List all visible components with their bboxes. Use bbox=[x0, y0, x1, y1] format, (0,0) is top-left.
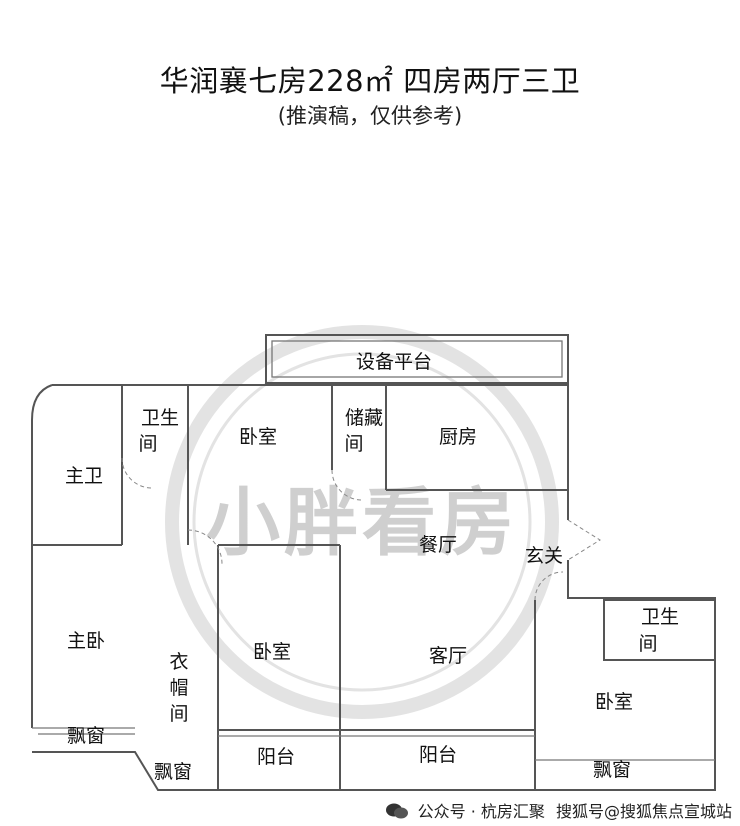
label-storage-line1: 储藏 bbox=[345, 407, 383, 429]
label-bathroom1-line2: 间 bbox=[138, 433, 157, 455]
outer-wall-right bbox=[535, 560, 716, 791]
label-bedroom-top: 卧室 bbox=[239, 426, 277, 448]
label-equipment-platform: 设备平台 bbox=[356, 351, 432, 373]
label-bay-window-bottom: 飘窗 bbox=[154, 761, 192, 783]
label-living-room: 客厅 bbox=[429, 645, 467, 667]
label-entrance: 玄关 bbox=[525, 545, 563, 567]
plan-title: 华润襄七房228㎡ 四房两厅三卫 bbox=[159, 64, 581, 98]
footer-watermark: 公众号 · 杭房汇聚 搜狐号@搜狐焦点宣城站 bbox=[385, 798, 732, 822]
label-balcony-mid: 阳台 bbox=[419, 744, 457, 766]
label-closet-2: 帽 bbox=[169, 677, 188, 699]
wechat-icon bbox=[385, 803, 408, 819]
label-master-bedroom: 主卧 bbox=[67, 630, 105, 652]
label-bathroom2-line2: 间 bbox=[638, 633, 657, 655]
footer-source: 搜狐号@搜狐焦点宣城站 bbox=[555, 802, 732, 821]
label-closet-1: 衣 bbox=[169, 651, 188, 673]
label-master-bath: 主卫 bbox=[65, 465, 103, 487]
watermark-text: 小胖看房 bbox=[206, 480, 518, 566]
label-dining: 餐厅 bbox=[419, 534, 457, 556]
equipment-platform-outline bbox=[265, 334, 569, 384]
outer-wall-bottom bbox=[32, 751, 535, 791]
label-bay-window-right: 飘窗 bbox=[593, 759, 631, 781]
outer-wall-top bbox=[52, 384, 569, 520]
plan-subtitle: (推演稿，仅供参考) bbox=[277, 104, 463, 128]
outer-wall-left bbox=[31, 384, 53, 728]
label-closet-3: 间 bbox=[169, 703, 188, 725]
interior-walls bbox=[32, 385, 716, 790]
door-swings bbox=[121, 457, 601, 601]
label-bathroom2-line1: 卫生 bbox=[641, 606, 679, 628]
label-bedroom-right: 卧室 bbox=[595, 691, 633, 713]
watermark: 小胖看房 bbox=[165, 325, 559, 719]
label-bathroom1-line1: 卫生 bbox=[141, 407, 179, 429]
label-bay-window-left: 飘窗 bbox=[67, 725, 105, 747]
label-balcony-left: 阳台 bbox=[257, 746, 295, 768]
label-bedroom-middle: 卧室 bbox=[253, 641, 291, 663]
footer-overlay: 公众号 · 杭房汇聚 bbox=[417, 802, 545, 821]
label-kitchen: 厨房 bbox=[439, 426, 477, 448]
label-storage-line2: 间 bbox=[344, 433, 363, 455]
